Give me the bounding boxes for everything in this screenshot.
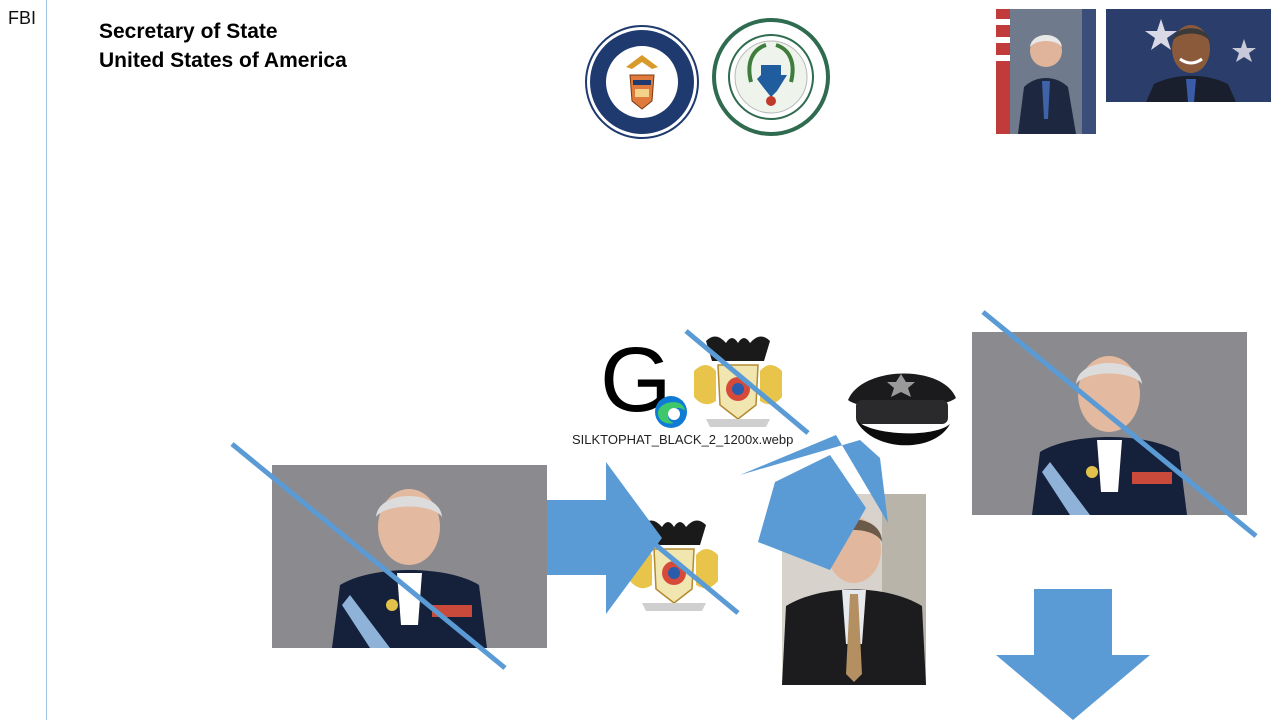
dfps-seal [711, 17, 831, 137]
title-line-2: United States of America [99, 49, 347, 72]
file-icon[interactable]: G [600, 334, 690, 432]
arrow-down [996, 589, 1150, 720]
portrait-photo-right [972, 332, 1247, 515]
corner-label: FBI [8, 8, 37, 28]
department-of-labor-seal [585, 25, 699, 139]
title-line-1: Secretary of State [99, 20, 278, 43]
coat-of-arms-top [686, 331, 790, 431]
portrait-photo-center [782, 494, 926, 685]
portrait-photo-top-1 [996, 9, 1096, 134]
page-margin-line [46, 0, 47, 720]
portrait-photo-left [272, 465, 547, 648]
police-cap-image [842, 360, 960, 458]
edge-browser-icon [654, 395, 688, 429]
coat-of-arms-bottom [622, 515, 726, 615]
portrait-photo-top-2 [1106, 9, 1271, 102]
page-title: Secretary of State United States of Amer… [99, 17, 347, 75]
file-name-label[interactable]: SILKTOPHAT_BLACK_2_1200x.webp [572, 432, 794, 447]
